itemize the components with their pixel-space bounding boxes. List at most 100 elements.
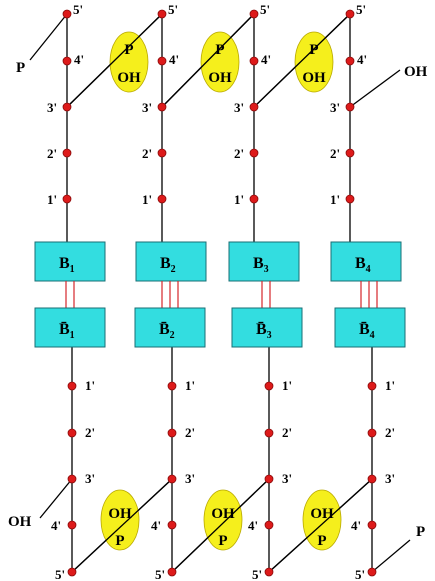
top-link-overlay-2 — [161, 13, 255, 108]
bottom-prime-label: 3' — [85, 471, 95, 486]
bottom-node-2-4 — [167, 520, 177, 530]
bottom-prime-label: 1' — [282, 378, 292, 393]
bottom-node-2-5 — [167, 567, 177, 577]
top-node-2-4 — [157, 148, 167, 158]
bottom-prime-label: 3' — [282, 471, 292, 486]
bottom-node-4-5 — [367, 567, 377, 577]
top-prime-label: 5' — [356, 2, 366, 17]
top-node-2-3 — [157, 102, 167, 112]
top-node-4-4 — [345, 148, 355, 158]
top-node-1-4 — [62, 148, 72, 158]
bottom-node-1-4 — [67, 520, 77, 530]
top-node-4-5 — [345, 194, 355, 204]
bottom-base-box-1 — [34, 307, 106, 348]
top-prime-label: 2' — [142, 146, 152, 161]
bottom-node-1-2 — [67, 428, 77, 438]
bottom-prime-label: 5' — [355, 567, 365, 581]
top-prime-label: 4' — [357, 52, 367, 67]
bottom-base-label: B̄1 — [59, 320, 75, 342]
bottom-node-1-1 — [67, 381, 77, 391]
bottom-node-4-4 — [367, 520, 377, 530]
top-prime-label: 2' — [47, 146, 57, 161]
bottom-left-end-label: OH — [8, 514, 32, 530]
top-prime-label: 5' — [260, 2, 270, 17]
top-base-label: B4 — [355, 255, 371, 275]
top-link-overlay-3 — [253, 13, 351, 108]
top-phosphate-p-label: P — [215, 42, 224, 58]
top-node-3-1 — [249, 9, 259, 19]
top-phosphate-oval-1 — [109, 31, 149, 93]
bottom-node-4-1 — [367, 381, 377, 391]
bottom-node-1-3 — [67, 474, 77, 484]
top-node-2-1 — [157, 9, 167, 19]
bottom-phosphate-p-label: P — [218, 533, 227, 549]
bottom-node-2-2 — [167, 428, 177, 438]
bottom-right-end-label: P — [416, 524, 425, 540]
top-phosphate-oh-label: OH — [208, 70, 232, 86]
top-phosphate-oh-label: OH — [302, 70, 326, 86]
top-phosphate-oval-2 — [200, 31, 240, 93]
bottom-phosphate-p-label: P — [317, 533, 326, 549]
bottom-prime-label: 2' — [385, 425, 395, 440]
bottom-phosphate-oh-label: OH — [211, 506, 235, 522]
bottom-node-2-3 — [167, 474, 177, 484]
bottom-link-overlay-2 — [171, 478, 270, 573]
bottom-prime-label: 3' — [185, 471, 195, 486]
top-node-3-3 — [249, 102, 259, 112]
top-base-box-4 — [330, 241, 402, 282]
bottom-phosphate-oh-label: OH — [310, 506, 334, 522]
top-prime-label: 3' — [142, 100, 152, 115]
top-prime-label: 3' — [330, 100, 340, 115]
top-prime-label: 1' — [142, 192, 152, 207]
bottom-prime-label: 5' — [252, 567, 262, 581]
top-link-overlay-1 — [66, 13, 163, 108]
bottom-right-tail — [371, 539, 411, 573]
top-right-tail — [349, 69, 401, 108]
bottom-node-3-5 — [264, 567, 274, 577]
bottom-phosphate-oval-2 — [203, 489, 243, 551]
bottom-prime-label: 3' — [385, 471, 395, 486]
bottom-node-1-5 — [67, 567, 77, 577]
bottom-link-overlay-1 — [71, 478, 173, 573]
bottom-phosphate-oval-3 — [302, 489, 342, 551]
top-base-label: B3 — [253, 255, 269, 275]
top-node-2-5 — [157, 194, 167, 204]
bottom-node-4-2 — [367, 428, 377, 438]
bottom-prime-label: 1' — [185, 378, 195, 393]
top-phosphate-oh-label: OH — [117, 70, 141, 86]
top-node-3-2 — [249, 56, 259, 66]
top-prime-label: 2' — [330, 146, 340, 161]
bottom-prime-label: 5' — [155, 567, 165, 581]
bottom-node-3-4 — [264, 520, 274, 530]
top-node-1-3 — [62, 102, 72, 112]
top-base-box-3 — [228, 241, 300, 282]
bottom-phosphate-p-label: P — [115, 533, 124, 549]
top-node-1-2 — [62, 56, 72, 66]
bottom-prime-label: 1' — [85, 378, 95, 393]
bottom-prime-label: 1' — [385, 378, 395, 393]
bottom-prime-label: 4' — [248, 518, 258, 533]
top-base-box-2 — [135, 241, 207, 282]
bottom-base-box-4 — [334, 307, 406, 348]
bottom-base-box-2 — [134, 307, 206, 348]
top-node-1-5 — [62, 194, 72, 204]
bottom-prime-label: 2' — [282, 425, 292, 440]
top-node-4-2 — [345, 56, 355, 66]
top-prime-label: 3' — [47, 100, 57, 115]
bottom-base-label: B̄3 — [256, 320, 272, 342]
top-node-2-2 — [157, 56, 167, 66]
bottom-prime-label: 2' — [85, 425, 95, 440]
bottom-phosphate-oval-1 — [100, 489, 140, 551]
top-prime-label: 4' — [261, 52, 271, 67]
top-prime-label: 3' — [234, 100, 244, 115]
top-node-4-3 — [345, 102, 355, 112]
top-node-1-1 — [62, 9, 72, 19]
top-right-end-label: OH — [404, 64, 428, 80]
top-phosphate-p-label: P — [309, 42, 318, 58]
bottom-phosphate-oh-label: OH — [108, 506, 132, 522]
bottom-link-overlay-3 — [268, 478, 373, 573]
bottom-node-3-3 — [264, 474, 274, 484]
bottom-base-label: B̄4 — [359, 320, 375, 342]
top-base-label: B2 — [160, 255, 176, 275]
